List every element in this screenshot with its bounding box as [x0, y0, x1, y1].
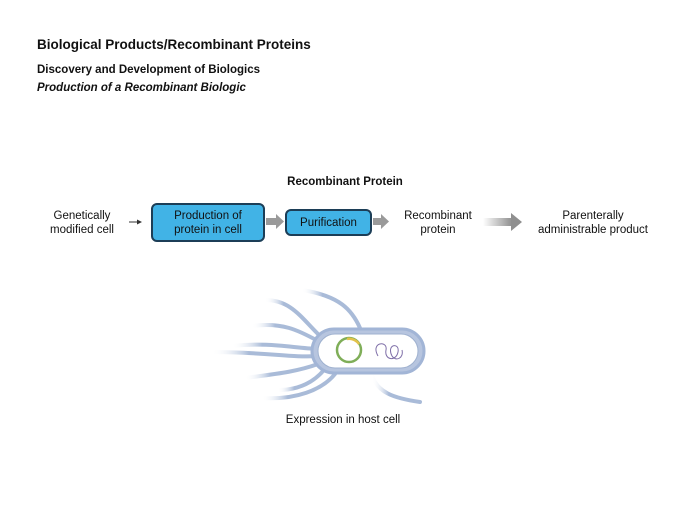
step-label-line1: Purification — [300, 216, 357, 229]
step-label-line1: Recombinant — [404, 210, 472, 222]
dna-coil-icon — [375, 343, 403, 360]
section-heading: Production of a Recombinant Biologic — [37, 82, 246, 94]
arrow-icon-small — [129, 219, 142, 225]
arrow-icon-gray-2 — [373, 214, 389, 229]
arrow-icon-gray-1 — [266, 214, 284, 229]
cell-body — [317, 333, 419, 369]
bacterium-icon — [210, 288, 422, 404]
page-title: Biological Products/Recombinant Proteins — [37, 37, 311, 52]
step-label-line1: Genetically — [53, 210, 111, 222]
step-label-line2: protein in cell — [174, 223, 242, 236]
step-box-production: Production of protein in cell — [151, 203, 265, 242]
step-label-line1: Parenterally — [562, 210, 624, 222]
step-label-line2: protein — [420, 224, 456, 236]
arrow-icon-large — [483, 213, 522, 231]
step-genetically-modified-cell: Genetically modified cell — [40, 209, 124, 237]
page-subtitle: Discovery and Development of Biologics — [37, 64, 261, 76]
step-parenteral-product: Parenterally administrable product — [524, 209, 662, 237]
step-box-purification: Purification — [285, 209, 372, 236]
diagram-title: Recombinant Protein — [287, 176, 403, 188]
step-label-line2: modified cell — [50, 224, 114, 236]
step-label-line1: Production of — [174, 209, 242, 222]
diagram-caption: Expression in host cell — [285, 414, 401, 426]
step-label-line2: administrable product — [538, 224, 648, 236]
step-recombinant-protein: Recombinant protein — [395, 209, 481, 237]
